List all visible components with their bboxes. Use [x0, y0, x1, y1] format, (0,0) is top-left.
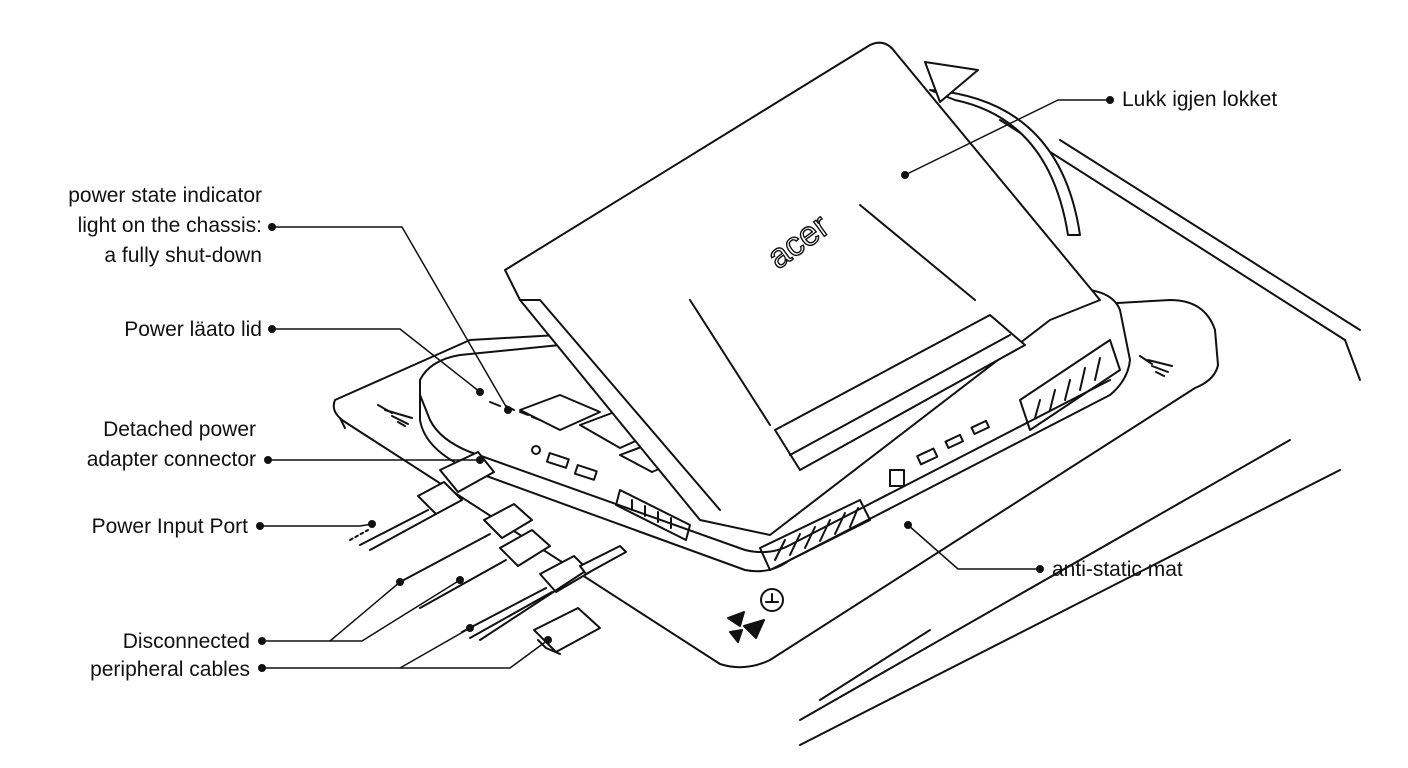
usb-cable-1 [400, 504, 532, 582]
thin-cable [480, 546, 626, 640]
mat-label-dot [1036, 565, 1044, 573]
adapter-label-dot [264, 456, 272, 464]
indicator-label-dot [268, 223, 276, 231]
cables-label-line1: Disconnected [122, 630, 250, 653]
leader-lines [260, 100, 1110, 668]
input-port-dot [256, 522, 264, 530]
ground-symbol-left [378, 405, 412, 426]
adapter-label-line2: adapter connector [86, 448, 256, 471]
indicator-label-line1: power state indicator [68, 184, 262, 207]
left-ports [532, 446, 597, 480]
cables-label-dot2 [258, 664, 266, 672]
input-port-label: Power Input Port [91, 515, 248, 538]
esd-warning-icon [728, 612, 764, 642]
adapter-label-line1: Detached power [103, 418, 256, 441]
ground-terminal-icon [761, 589, 783, 611]
ground-symbol-right [1140, 356, 1172, 376]
power-lid-dot [268, 325, 276, 333]
indicator-label-line3: a fully shut-down [104, 244, 262, 267]
laptop-lid [505, 43, 1100, 535]
left-vent [616, 490, 690, 540]
power-lid-label: Power läato lid [124, 318, 262, 341]
lid-rotation-arrow [925, 62, 1080, 235]
lid-label: Lukk igjen lokket [1122, 88, 1278, 111]
front-vent [760, 500, 870, 570]
anti-static-mat [334, 300, 1218, 667]
rear-ports [890, 421, 989, 486]
hdmi-cable [420, 530, 550, 608]
mat-label: anti-static mat [1052, 558, 1183, 581]
lid-hinge [775, 315, 1025, 470]
usb-c-cable [462, 556, 590, 638]
lid-label-dot [1106, 96, 1114, 104]
side-vent [1020, 340, 1120, 430]
cables-label-line2: peripheral cables [90, 658, 250, 681]
power-adapter-connector [350, 452, 494, 550]
usb-dongle [534, 608, 600, 654]
table-surface [800, 120, 1360, 745]
indicator-label-line2: light on the chassis: [77, 214, 262, 237]
cables-label-dot1 [258, 637, 266, 645]
